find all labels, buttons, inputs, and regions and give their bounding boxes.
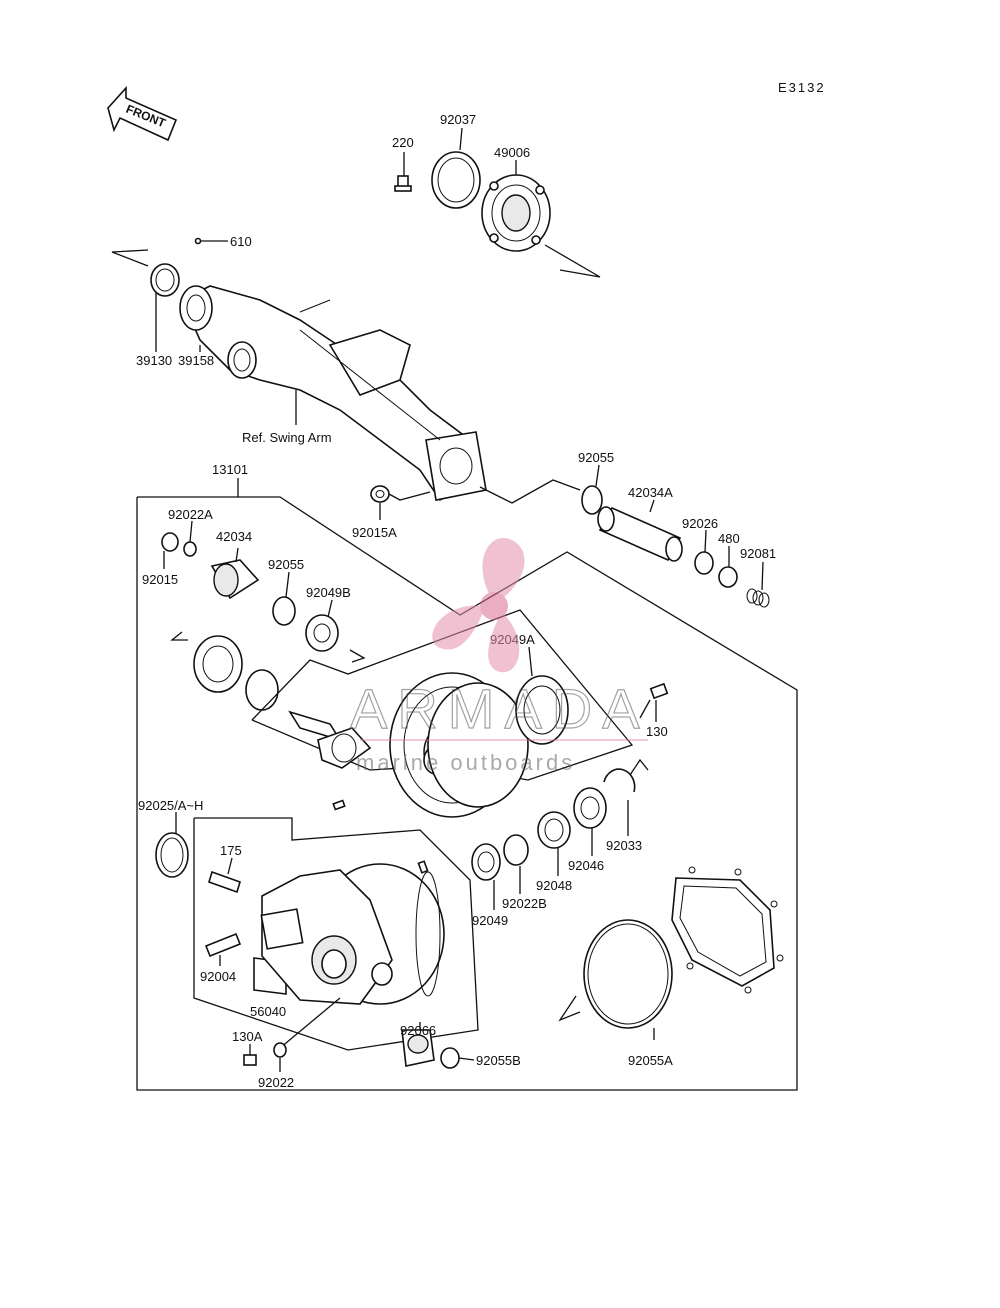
- pin-icon: [332, 799, 346, 811]
- oring-92055-icon: [272, 596, 296, 626]
- oring-92055A-icon: [583, 919, 673, 1029]
- bolt-220-icon: [394, 152, 412, 192]
- label-39158: 39158: [178, 353, 214, 368]
- frame-13101: [136, 496, 798, 1091]
- leader-130A-link: [279, 997, 341, 1049]
- label-92081: 92081: [740, 546, 776, 561]
- oring-92055-upper-icon: [581, 485, 603, 515]
- gasket-cover-icon: [671, 866, 784, 994]
- gear-case-icon: [260, 863, 445, 1005]
- propeller-logo-icon: [432, 538, 525, 673]
- pin-2-icon: [417, 860, 429, 874]
- bolt-130A-icon: [243, 1044, 257, 1066]
- pinion-gear-icon: [288, 710, 372, 769]
- frame-housing: [193, 817, 479, 1051]
- leader-49006: [544, 244, 601, 278]
- arrow-right-icon: [629, 758, 649, 776]
- boot-49006-icon: [481, 160, 551, 252]
- leader-92055-upper: [479, 479, 581, 504]
- arrow-left-icon: [558, 995, 581, 1022]
- oring-92055B-icon: [440, 1047, 460, 1069]
- clamp-92037-icon: [431, 127, 481, 209]
- seal-92049B-icon: [305, 614, 339, 652]
- watermark: ARMADA marine outboards: [349, 538, 650, 775]
- stud-92004-icon: [204, 932, 242, 966]
- label-92049: 92049: [472, 913, 508, 928]
- front-arrow-icon: FRONT: [107, 85, 178, 142]
- washer-92026-icon: [694, 551, 714, 575]
- swing-arm-icon: [179, 285, 487, 502]
- leader-92049A: [528, 646, 533, 677]
- label-92055-a: 92055: [268, 557, 304, 572]
- nut-92015-icon: [161, 532, 179, 552]
- label-130: 130: [646, 724, 668, 739]
- ring-39130-icon: [111, 249, 180, 352]
- label-92046: 92046: [568, 858, 604, 873]
- seal-92049-icon: [471, 843, 501, 881]
- label-92055B: 92055B: [476, 1053, 521, 1068]
- collar-92048-icon: [537, 811, 571, 849]
- leader-92026: [704, 529, 707, 553]
- label-42034: 42034: [216, 529, 252, 544]
- label-610: 610: [230, 234, 252, 249]
- label-92015: 92015: [142, 572, 178, 587]
- circlip-92033-icon: [603, 768, 636, 793]
- label-13101: 13101: [212, 462, 248, 477]
- label-92033: 92033: [606, 838, 642, 853]
- leader-92022A: [189, 520, 193, 543]
- label-480: 480: [718, 531, 740, 546]
- nut-92015A-icon: [370, 485, 431, 520]
- label-220: 220: [392, 135, 414, 150]
- label-130A: 130A: [232, 1029, 263, 1044]
- label-92055-b: 92055: [578, 450, 614, 465]
- leader-92055B: [458, 1057, 475, 1061]
- watermark-tagline: marine outboards: [356, 750, 575, 775]
- plug-92066-icon: [401, 1022, 435, 1067]
- label-92022A: 92022A: [168, 507, 213, 522]
- label-92049B: 92049B: [306, 585, 351, 600]
- stud-175-icon: [208, 857, 241, 894]
- label-92004: 92004: [200, 969, 236, 984]
- label-42034A: 42034A: [628, 485, 673, 500]
- label-175: 175: [220, 843, 242, 858]
- label-39130: 39130: [136, 353, 172, 368]
- spring-92081-icon: [746, 561, 770, 608]
- leader-92055-a: [285, 571, 290, 598]
- ring-gear-icon: [389, 672, 529, 818]
- label-92026: 92026: [682, 516, 718, 531]
- watermark-brand: ARMADA: [350, 677, 650, 740]
- diagram-code: E3132: [778, 80, 826, 95]
- leader-92055-b: [595, 464, 600, 487]
- coupling-42034-icon: [210, 547, 260, 600]
- label-92066: 92066: [400, 1023, 436, 1038]
- washer-92022-icon: [273, 1042, 287, 1058]
- circlip-480-icon: [718, 566, 738, 588]
- label-92025: 92025/A~H: [138, 798, 203, 813]
- label-49006: 49006: [494, 145, 530, 160]
- label-ref-swing-arm: Ref. Swing Arm: [242, 430, 332, 445]
- label-92022B: 92022B: [502, 896, 547, 911]
- label-92048: 92048: [536, 878, 572, 893]
- label-92015A: 92015A: [352, 525, 397, 540]
- dot-610-icon: [194, 237, 202, 245]
- shim-92022B-icon: [503, 834, 529, 866]
- bolt-130-icon: [639, 682, 669, 722]
- bearing-92046-icon: [573, 787, 607, 829]
- washer-92022A-icon: [183, 541, 197, 557]
- bearing-left-icon: [170, 631, 366, 711]
- label-56040: 56040: [250, 1004, 286, 1019]
- label-92055A: 92055A: [628, 1053, 673, 1068]
- sleeve-42034A-icon: [597, 499, 683, 562]
- label-92037: 92037: [440, 112, 476, 127]
- label-92022: 92022: [258, 1075, 294, 1090]
- leader-92049B: [327, 599, 333, 618]
